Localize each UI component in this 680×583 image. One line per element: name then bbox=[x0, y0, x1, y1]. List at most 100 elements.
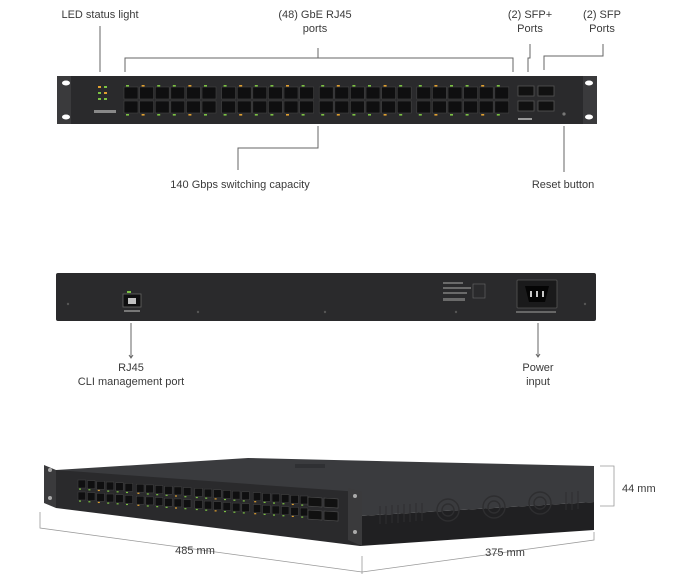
iso-rj45-port bbox=[115, 494, 124, 503]
iso-port-led bbox=[97, 489, 100, 492]
rj45-port bbox=[381, 86, 396, 100]
rj45-port bbox=[365, 86, 381, 100]
iso-port-led bbox=[263, 513, 266, 515]
switching-capacity-label: 140 Gbps switching capacity bbox=[170, 179, 310, 191]
iso-port-led bbox=[273, 514, 275, 516]
width-dimension-label: 485 mm bbox=[175, 545, 215, 557]
iso-port-led bbox=[156, 506, 159, 508]
fan-icon bbox=[436, 498, 460, 522]
width-dimension-line bbox=[39, 512, 363, 573]
iso-rj45-port bbox=[77, 479, 86, 489]
iso-rj45-port bbox=[241, 491, 250, 501]
iso-rj45-port bbox=[222, 502, 231, 511]
rack-hole bbox=[585, 80, 593, 86]
port-led bbox=[399, 114, 403, 116]
port-led bbox=[172, 85, 176, 87]
screw bbox=[454, 310, 458, 314]
rj45-port bbox=[221, 100, 236, 114]
screw bbox=[323, 310, 327, 314]
reset-button-label: Reset button bbox=[531, 179, 595, 191]
iso-rj45-port bbox=[222, 490, 231, 499]
rj45-ports-label: (48) GbE RJ45 ports bbox=[255, 8, 375, 36]
iso-port-led bbox=[126, 491, 128, 494]
sfp-ports-label: (2) SFP Ports bbox=[572, 8, 632, 36]
iso-port-led bbox=[175, 495, 177, 497]
port-led bbox=[141, 85, 145, 87]
iso-port-led bbox=[301, 516, 304, 518]
port-led bbox=[352, 114, 356, 116]
rj45-port bbox=[123, 100, 139, 114]
rj45-bracket-line bbox=[124, 57, 514, 72]
rack-hole bbox=[585, 114, 593, 120]
rj45-port bbox=[365, 100, 381, 114]
port-led bbox=[450, 85, 453, 87]
iso-port-led bbox=[263, 501, 266, 503]
port-led bbox=[172, 114, 176, 116]
rack-hole bbox=[353, 494, 357, 498]
iso-rj45-port bbox=[183, 487, 192, 496]
fan-icon bbox=[482, 495, 506, 519]
rj45-port bbox=[478, 100, 494, 114]
front-chassis bbox=[57, 76, 597, 124]
iso-rj45-port bbox=[145, 496, 154, 506]
console-label bbox=[518, 118, 532, 120]
rj45-port bbox=[494, 86, 510, 100]
cli-port-label-line1: RJ45 bbox=[118, 362, 144, 374]
inlet-pin bbox=[530, 291, 532, 297]
port-led bbox=[126, 114, 129, 116]
rj45-port bbox=[396, 100, 412, 114]
iso-rj45-port bbox=[194, 488, 203, 497]
port-led bbox=[383, 114, 387, 116]
iso-port-led bbox=[137, 504, 140, 506]
port-led bbox=[223, 114, 227, 116]
port-led bbox=[399, 85, 403, 87]
iso-rj45-port bbox=[252, 504, 262, 513]
led bbox=[98, 92, 101, 94]
depth-dimension-line bbox=[361, 532, 595, 573]
iso-rj45-port bbox=[154, 497, 164, 506]
iso-rj45-port bbox=[183, 499, 192, 508]
power-input-label-line2: input bbox=[526, 376, 550, 388]
rj45-port bbox=[139, 100, 154, 114]
rack-hole bbox=[48, 496, 52, 500]
port-led bbox=[496, 114, 500, 116]
screw bbox=[66, 302, 70, 306]
led bbox=[98, 98, 101, 100]
sfp-port bbox=[537, 100, 555, 112]
reset-button bbox=[562, 112, 566, 116]
switching-bracket-line bbox=[237, 126, 319, 170]
iso-port-led bbox=[214, 510, 217, 512]
rj45-port bbox=[186, 86, 201, 100]
iso-left-ear bbox=[44, 465, 56, 508]
port-led bbox=[336, 85, 340, 87]
iso-port-led bbox=[126, 503, 128, 506]
iso-rj45-port bbox=[173, 498, 182, 508]
side-vent-slots bbox=[379, 491, 579, 524]
iso-port-led bbox=[195, 508, 198, 511]
iso-port-led bbox=[184, 508, 187, 510]
iso-rj45-port bbox=[77, 491, 86, 501]
rj45-port bbox=[236, 100, 252, 114]
port-led bbox=[239, 114, 243, 116]
port-led bbox=[204, 85, 207, 87]
iso-rj45-port bbox=[241, 503, 250, 513]
rack-hole bbox=[353, 530, 357, 534]
rj45-port bbox=[252, 86, 268, 100]
rj45-ports-label-line2: ports bbox=[302, 23, 328, 35]
iso-rj45-port bbox=[87, 480, 96, 489]
rj45-port bbox=[416, 100, 432, 114]
rj45-port bbox=[268, 100, 283, 114]
fan-icon bbox=[487, 500, 501, 514]
iso-port-led bbox=[165, 506, 168, 508]
port-led bbox=[481, 85, 485, 87]
top-logo bbox=[295, 464, 325, 468]
port-led bbox=[450, 114, 453, 116]
iso-rj45-port bbox=[164, 485, 173, 495]
iso-rj45-port bbox=[299, 495, 309, 505]
rj45-port bbox=[252, 100, 268, 114]
port-led bbox=[188, 114, 192, 116]
rj45-port bbox=[236, 86, 252, 100]
iso-rj45-port bbox=[290, 495, 299, 504]
iso-rj45-port bbox=[213, 501, 222, 511]
port-led bbox=[301, 85, 305, 87]
